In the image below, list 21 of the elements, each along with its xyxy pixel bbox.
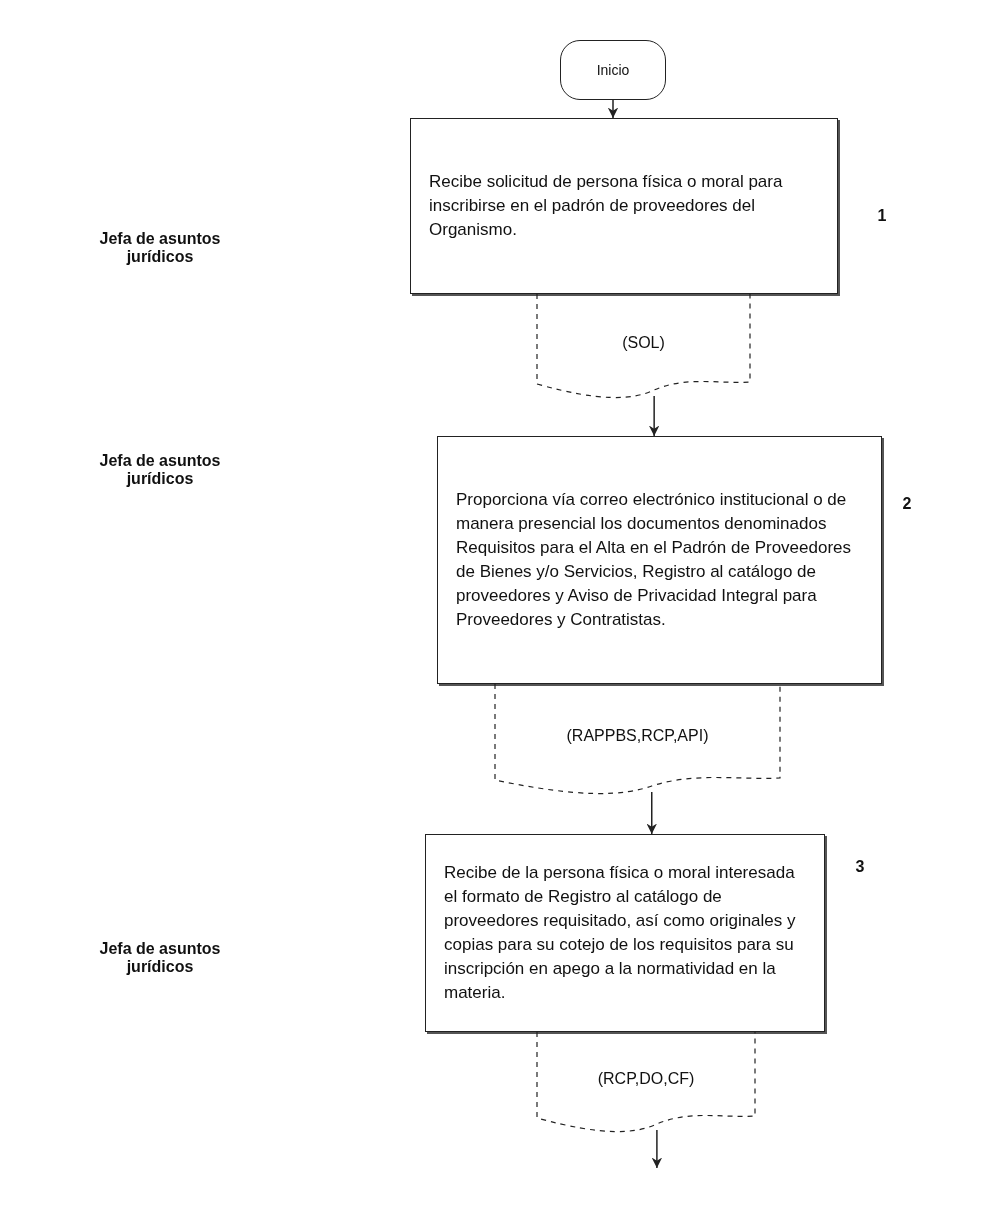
arrow (651, 1129, 663, 1169)
role-label: Jefa de asuntos jurídicos (98, 940, 222, 976)
process-box (437, 436, 882, 684)
role-label: Jefa de asuntos jurídicos (98, 452, 222, 488)
step-text: Proporciona vía correo electrónico institucional o de manera presencial los documentos denominados Requisitos para el Alta en el Padrón de Proveedores de Bienes y/o Servicios, Registro al catálogo de proveedores y Aviso de Privacidad Integral para Proveedores y Contratistas. (456, 488, 853, 632)
arrow (646, 791, 657, 835)
start-terminal (560, 40, 666, 100)
arrow (648, 395, 660, 437)
document-code: (RAPPBS,RCP,API) (566, 727, 709, 745)
step-text: Recibe de la persona física o moral interesada el formato de Registro al catálogo de proveedores requisitado, así como originales y copias para su cotejo de los requisitos para su inscripción en apego a la normatividad en la materia. (444, 861, 797, 1005)
step-number: 1 (876, 207, 888, 225)
document-code: (SOL) (622, 334, 665, 352)
document-code: (RCP,DO,CF) (597, 1070, 695, 1088)
step-number: 2 (901, 495, 913, 513)
role-label: Jefa de asuntos jurídicos (98, 230, 222, 266)
process-box (425, 834, 825, 1032)
step-text: Recibe solicitud de persona física o moral para inscribirse en el padrón de proveedores del Organismo. (429, 170, 784, 242)
terminal-label: Inicio (596, 62, 630, 78)
arrow (607, 99, 619, 119)
step-number: 3 (854, 858, 866, 876)
process-box (410, 118, 838, 294)
